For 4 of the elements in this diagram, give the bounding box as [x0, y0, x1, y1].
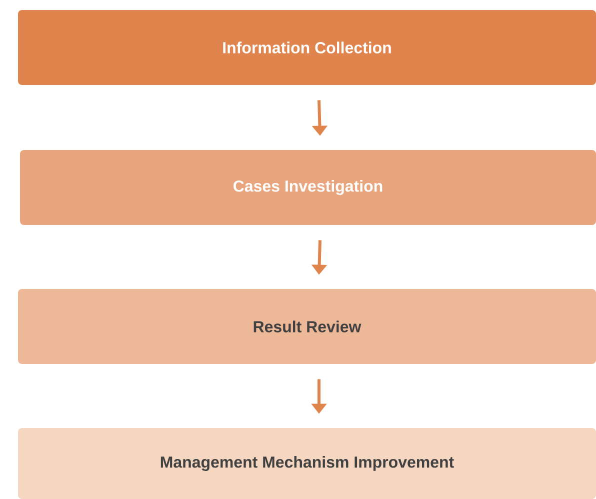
process-box: Result Review: [18, 289, 596, 364]
process-box: Management Mechanism Improvement: [18, 428, 596, 499]
process-box: Information Collection: [18, 10, 596, 85]
process-box: Cases Investigation: [20, 150, 596, 225]
